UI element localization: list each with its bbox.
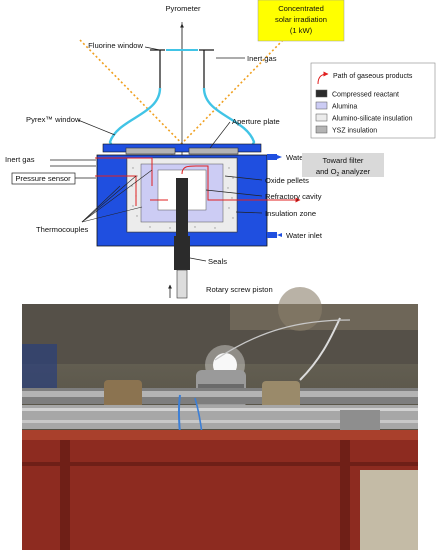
top-flange	[102, 143, 262, 153]
solar-line-2: solar irradiation	[275, 15, 327, 24]
label-pressure-sensor: Pressure sensor	[15, 174, 71, 183]
legend-swatch	[315, 113, 328, 122]
water-inlet-pipe	[267, 232, 277, 238]
label-oxide-pellets: Oxide pellets	[265, 176, 309, 185]
solar-line-1: Concentrated	[278, 4, 324, 13]
label-insulation-zone: Insulation zone	[265, 209, 316, 218]
toward-line-2: and O2 analyzer	[316, 167, 371, 178]
insulation-texture	[131, 167, 234, 229]
thermocouple-wires	[81, 169, 153, 223]
label-rotary-screw-piston: Rotary screw piston	[206, 285, 273, 294]
label-seals: Seals	[208, 257, 227, 266]
legend-swatch	[315, 125, 328, 134]
reactor-diagram: Pyrometer Fluorine window Inert gas Pyre…	[5, 0, 436, 299]
label-fluorine-window: Fluorine window	[88, 41, 143, 50]
compressed-reactant	[176, 178, 188, 240]
legend-path-label: Path of gaseous products	[333, 73, 413, 80]
label-aperture-plate: Aperture plate	[232, 117, 280, 126]
legend-item-label: Compressed reactant	[332, 92, 399, 99]
piston-tube	[174, 236, 190, 270]
piston-rod	[176, 269, 188, 299]
leader-lines	[77, 46, 263, 262]
label-pyrometer: Pyrometer	[165, 4, 200, 13]
water-inlet-arrow	[277, 233, 282, 237]
label-inert-gas-left: Inert gas	[5, 155, 35, 164]
aperture-plate-left	[125, 147, 176, 155]
toward-line-1: Toward filter	[323, 156, 364, 165]
label-inert-gas-top: Inert gas	[247, 54, 277, 63]
toward-filter-box: Toward filter and O2 analyzer	[302, 153, 384, 178]
reactor-photo	[22, 287, 418, 550]
label-water-inlet: Water inlet	[286, 231, 323, 240]
label-refractory-cavity: Refractory cavity	[265, 192, 322, 201]
legend-swatch	[315, 89, 328, 98]
solar-irradiation-box: Concentrated solar irradiation (1 kW)	[257, 0, 345, 42]
legend-items: Compressed reactantAluminaAlumino-silica…	[315, 89, 413, 135]
legend-swatch	[315, 101, 328, 110]
legend-path-icon	[317, 71, 329, 85]
legend: Path of gaseous products Compressed reac…	[310, 62, 436, 139]
legend-item-label: Alumino-silicate insulation	[332, 116, 413, 123]
window-tube	[150, 49, 214, 88]
pressure-sensor-box	[11, 172, 76, 185]
water-outlet-pipe	[267, 154, 277, 160]
aperture-plate-right	[188, 147, 239, 155]
solar-line-3: (1 kW)	[290, 26, 313, 35]
label-pyrex-window: Pyrex™ window	[26, 115, 81, 124]
legend-item-label: Alumina	[332, 104, 357, 111]
label-thermocouples: Thermocouples	[36, 225, 89, 234]
legend-item-label: YSZ insulation	[332, 128, 377, 135]
water-outlet-arrow	[277, 155, 282, 159]
pyrex-window	[108, 87, 256, 147]
